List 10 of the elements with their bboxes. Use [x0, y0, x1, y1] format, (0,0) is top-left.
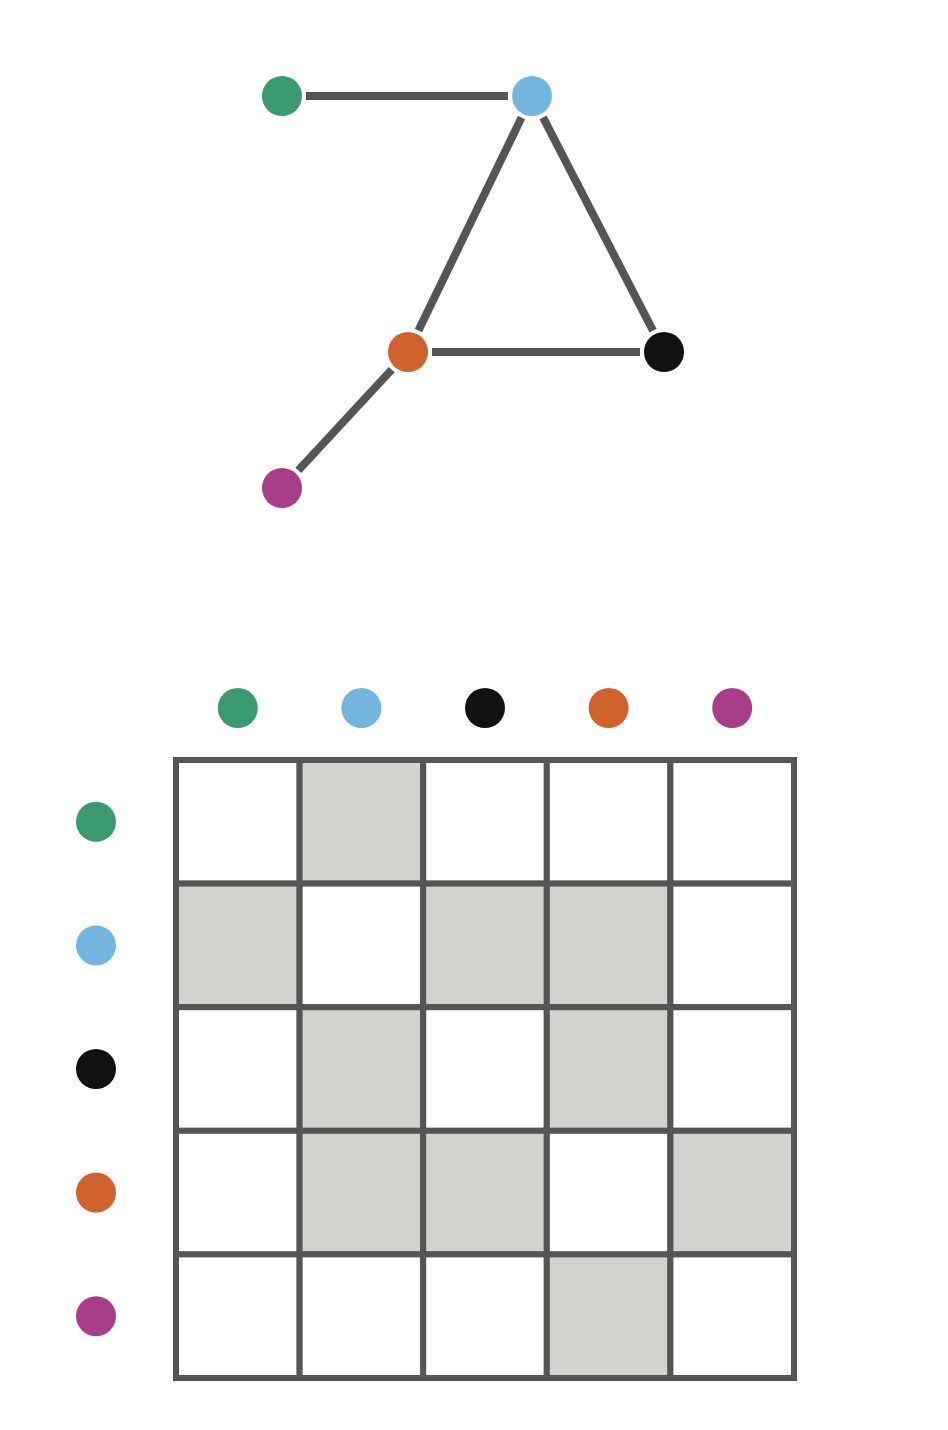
graph-node [262, 76, 302, 116]
connector-line [295, 366, 395, 474]
connector-line [306, 92, 508, 100]
graph-node [644, 332, 684, 372]
connector-line [539, 115, 657, 333]
connector-line [414, 115, 526, 333]
connector-line [432, 348, 640, 356]
graph-node [262, 468, 302, 508]
graph-node [512, 76, 552, 116]
graph-node [388, 332, 428, 372]
